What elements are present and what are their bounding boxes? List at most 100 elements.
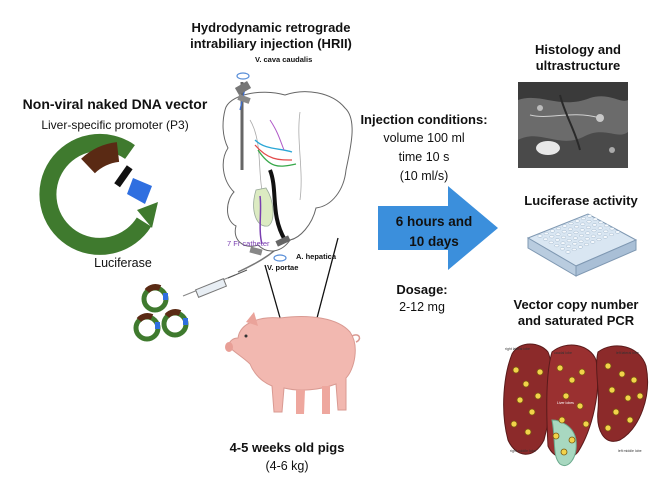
luciferase-plate xyxy=(526,213,638,277)
sample-dot xyxy=(612,408,620,416)
sample-dot xyxy=(568,376,576,384)
plate-well xyxy=(591,229,597,233)
plasmid-brown-segment xyxy=(81,142,120,174)
sample-dot xyxy=(636,392,644,400)
plate-well xyxy=(568,227,573,231)
catheter-label: 7 Fr catheter xyxy=(227,239,270,248)
plate-well xyxy=(561,230,567,234)
plate-well xyxy=(586,220,592,224)
svg-text:left lateral lobe: left lateral lobe xyxy=(616,351,639,355)
plate-well xyxy=(609,227,615,231)
plate-well xyxy=(568,221,574,225)
plate-well xyxy=(578,239,584,243)
v-cava-label: V. cava caudalis xyxy=(255,55,312,64)
plate-well xyxy=(548,240,554,244)
sample-dot xyxy=(552,432,560,440)
sample-dot xyxy=(522,380,530,388)
liver-lobes-figure xyxy=(503,343,649,466)
plate-well xyxy=(591,234,596,238)
plate-well xyxy=(580,222,586,226)
plate-well xyxy=(579,234,584,238)
sample-dot xyxy=(534,392,542,400)
sample-dot xyxy=(582,420,590,428)
plate-well xyxy=(562,224,568,228)
pigs-weight: (4-6 kg) xyxy=(265,459,309,473)
sample-dot xyxy=(618,370,626,378)
plate-well xyxy=(579,228,585,232)
luciferase-gene-label: Luciferase xyxy=(94,256,152,270)
plasmid-black-marker xyxy=(114,165,133,188)
plate-well xyxy=(578,245,583,249)
plate-well xyxy=(561,235,566,239)
histology-micrograph xyxy=(518,82,628,168)
plate-well xyxy=(573,236,578,240)
luciferase-activity-title: Luciferase activity xyxy=(524,193,638,208)
plate-well xyxy=(596,237,602,241)
pigs-title: 4-5 weeks old pigs xyxy=(229,440,345,455)
timepoint-line2: 10 days xyxy=(409,234,459,249)
sample-dot xyxy=(568,436,576,444)
catheter-tube xyxy=(237,231,293,273)
plate-well xyxy=(554,244,560,248)
gallbladder xyxy=(253,187,274,227)
plasmid-arrowhead xyxy=(137,202,158,228)
plate-well xyxy=(560,241,566,245)
plate-well xyxy=(592,217,598,221)
plate-well xyxy=(550,229,555,233)
sample-dot xyxy=(608,386,616,394)
injection-time: time 10 s xyxy=(398,150,450,164)
plasmid-main xyxy=(39,133,158,255)
plate-well xyxy=(597,226,603,230)
plate-well xyxy=(587,214,592,218)
plate-well xyxy=(590,240,596,244)
svg-text:Liver lobes: Liver lobes xyxy=(557,401,574,405)
v-portae-label: V. portae xyxy=(267,263,298,272)
timepoint-arrow xyxy=(378,186,498,270)
sample-dot xyxy=(576,402,584,410)
plate-well xyxy=(567,233,573,237)
plate-well xyxy=(598,220,604,224)
sample-dot xyxy=(560,448,568,456)
injection-volume: volume 100 ml xyxy=(383,131,465,145)
plate-well xyxy=(584,242,589,246)
syringe xyxy=(182,269,248,298)
zoom-line-right xyxy=(305,237,339,361)
vector-title: Non-viral naked DNA vector xyxy=(22,96,208,112)
plate-well xyxy=(604,224,609,228)
plate-well xyxy=(555,238,560,242)
sample-dot xyxy=(558,416,566,424)
plate-well xyxy=(597,232,602,236)
sample-dot xyxy=(630,376,638,384)
promoter-label: Liver-specific promoter (P3) xyxy=(41,118,189,132)
plate-well xyxy=(543,237,548,241)
svg-text:right lateral lobe: right lateral lobe xyxy=(505,347,530,351)
plate-well xyxy=(555,232,561,236)
small-plasmid-3 xyxy=(161,309,189,338)
dosage-value: 2-12 mg xyxy=(399,300,445,314)
plate-well xyxy=(581,216,586,220)
sample-dot xyxy=(512,366,520,374)
sample-dot xyxy=(516,396,524,404)
svg-text:caudal lobe: caudal lobe xyxy=(554,351,572,355)
sample-dot xyxy=(562,392,570,400)
plate-well xyxy=(560,247,565,251)
a-hepatica-label: A. hepatica xyxy=(296,252,337,261)
plate-well xyxy=(602,235,608,239)
zoom-line-left xyxy=(264,264,293,361)
sample-dot xyxy=(524,428,532,436)
plate-well xyxy=(609,232,614,236)
sample-dot xyxy=(510,420,518,428)
injection-rate: (10 ml/s) xyxy=(399,169,449,183)
sample-dot xyxy=(604,424,612,432)
plate-well xyxy=(537,234,543,238)
plate-well xyxy=(566,244,571,248)
plate-well xyxy=(574,225,579,229)
small-plasmid-2 xyxy=(133,313,161,342)
sample-dot xyxy=(536,368,544,376)
plate-well xyxy=(584,237,590,241)
sample-dot xyxy=(624,394,632,402)
plate-well xyxy=(573,230,579,234)
histology-title: Histology and ultrastructure xyxy=(535,42,621,73)
pig-illustration xyxy=(225,312,361,414)
